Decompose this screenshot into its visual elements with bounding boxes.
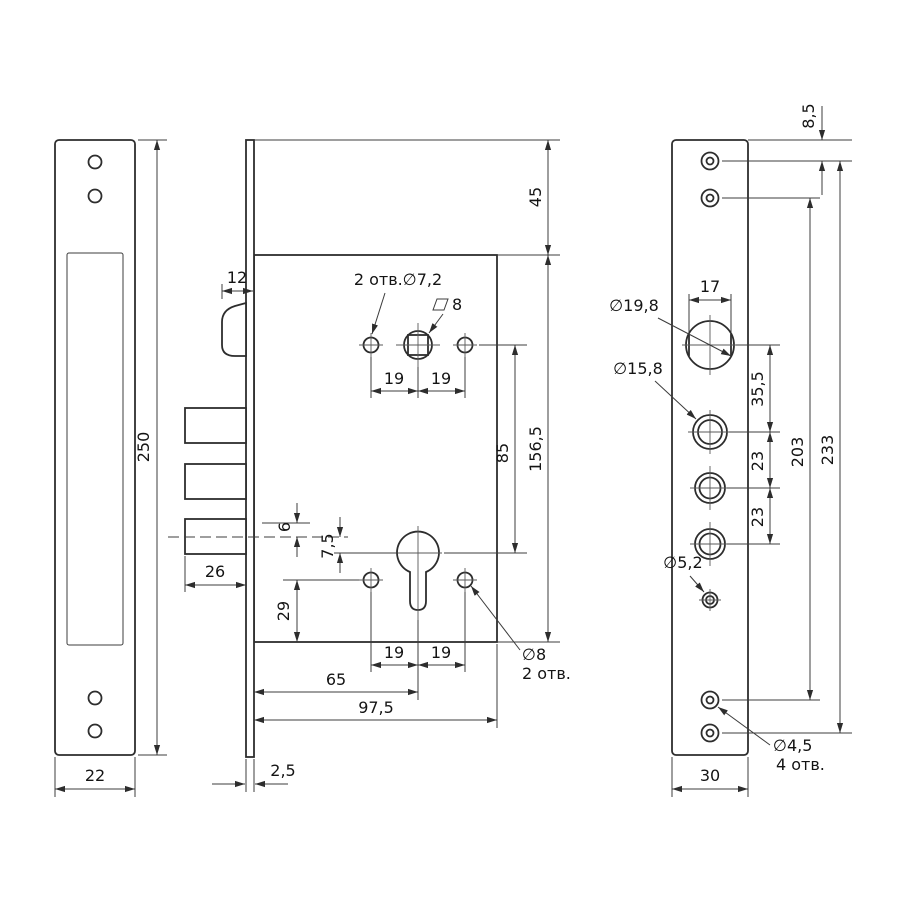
leader-line bbox=[657, 317, 732, 357]
dim-19-label: 19 bbox=[384, 643, 404, 662]
dim-45-label: 45 bbox=[526, 187, 545, 207]
screw-hole bbox=[700, 188, 720, 208]
left-plate-recess bbox=[66, 252, 124, 646]
leader-line bbox=[717, 706, 771, 746]
deadbolt bbox=[184, 463, 247, 500]
screw-hole bbox=[87, 690, 103, 706]
square-symbol bbox=[432, 298, 449, 311]
leader-line bbox=[371, 292, 386, 335]
face-view: ∅19,8 ∅15,8 ∅5,2 ∅4,5 4 отв. 17 8,5 233 … bbox=[609, 103, 852, 797]
screw-hole-inner bbox=[705, 156, 715, 166]
leader-line bbox=[654, 380, 697, 420]
dim-22-label: 22 bbox=[85, 766, 105, 785]
holes-bottom-dia-label: ∅8 bbox=[522, 645, 546, 664]
count-4-label: 4 отв. bbox=[776, 755, 825, 774]
leader-line bbox=[689, 575, 705, 593]
dim-19-label: 19 bbox=[384, 369, 404, 388]
left-view: 250 22 bbox=[54, 139, 167, 797]
dim-85-label: 85 bbox=[493, 443, 512, 463]
dim-19-label: 19 bbox=[431, 369, 451, 388]
dim-7-5-label: 7,5 bbox=[318, 533, 337, 558]
screw-hole bbox=[87, 723, 103, 739]
dim-35-5-label: 35,5 bbox=[748, 371, 767, 407]
leader-line bbox=[470, 585, 521, 651]
lock-body bbox=[253, 254, 498, 643]
dim-29-label: 29 bbox=[274, 601, 293, 621]
dim-12-label: 12 bbox=[227, 268, 247, 287]
faceplate-side bbox=[245, 139, 255, 758]
dim-17-label: 17 bbox=[700, 277, 720, 296]
dim-2-5-label: 2,5 bbox=[270, 761, 295, 780]
screw-hole bbox=[700, 723, 720, 743]
dim-65-label: 65 bbox=[326, 670, 346, 689]
dim-23-label: 23 bbox=[748, 507, 767, 527]
holes-bottom-count-label: 2 отв. bbox=[522, 664, 571, 683]
dim-8-5-label: 8,5 bbox=[799, 103, 818, 128]
dia-5-2-label: ∅5,2 bbox=[663, 553, 702, 572]
leader-line bbox=[428, 313, 444, 334]
dim-6-label: 6 bbox=[275, 522, 294, 532]
left-plate bbox=[54, 139, 136, 756]
screw-hole bbox=[700, 690, 720, 710]
dim-97-5-label: 97,5 bbox=[358, 698, 394, 717]
deadbolt bbox=[184, 407, 247, 444]
dia-19-8-label: ∅19,8 bbox=[609, 296, 659, 315]
dim-203-label: 203 bbox=[788, 437, 807, 468]
dim-19-label: 19 bbox=[431, 643, 451, 662]
dia-4-5-label: ∅4,5 bbox=[773, 736, 812, 755]
holes-top-label: 2 отв.∅7,2 bbox=[354, 270, 442, 289]
screw-hole bbox=[700, 151, 720, 171]
dim-156-5-label: 156,5 bbox=[526, 426, 545, 472]
dim-233-label: 233 bbox=[818, 435, 837, 466]
screw-hole-inner bbox=[705, 728, 715, 738]
screw-hole-inner bbox=[705, 193, 715, 203]
latch-bolt bbox=[221, 301, 247, 357]
dim-26-label: 26 bbox=[205, 562, 225, 581]
square-size-label: 8 bbox=[452, 295, 462, 314]
dim-30-label: 30 bbox=[700, 766, 720, 785]
screw-hole bbox=[87, 188, 103, 204]
screw-hole bbox=[87, 154, 103, 170]
dia-15-8-label: ∅15,8 bbox=[613, 359, 663, 378]
screw-hole-inner bbox=[705, 695, 715, 705]
dim-23-label: 23 bbox=[748, 451, 767, 471]
dim-250-label: 250 bbox=[134, 432, 153, 463]
body-view: 12 26 2 отв.∅7,2 8 19 19 bbox=[168, 139, 571, 792]
